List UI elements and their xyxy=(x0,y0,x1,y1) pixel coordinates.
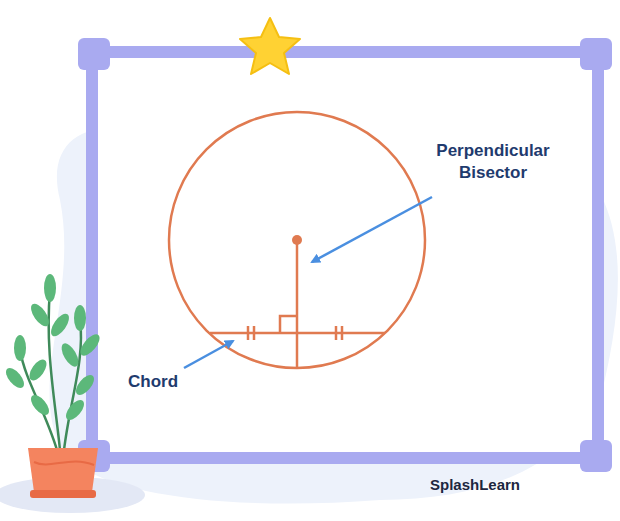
plant xyxy=(3,274,103,498)
leader-arrow xyxy=(184,341,233,368)
tick-mark xyxy=(247,326,250,340)
star xyxy=(240,18,300,74)
bisector-line xyxy=(296,240,299,368)
callout-label: Perpendicular Bisector xyxy=(418,140,568,184)
tick-mark xyxy=(341,326,344,340)
watermark: SplashLearn xyxy=(420,476,530,494)
center-dot xyxy=(292,235,302,245)
right-angle-mark xyxy=(280,316,297,333)
callout-label: Chord xyxy=(118,372,188,392)
circle-geometry xyxy=(169,112,425,368)
circle xyxy=(169,112,425,368)
tick-mark xyxy=(253,326,256,340)
frame-corners xyxy=(78,38,612,472)
frame xyxy=(92,52,598,458)
leader-arrow xyxy=(312,197,432,262)
tick-mark xyxy=(335,326,338,340)
